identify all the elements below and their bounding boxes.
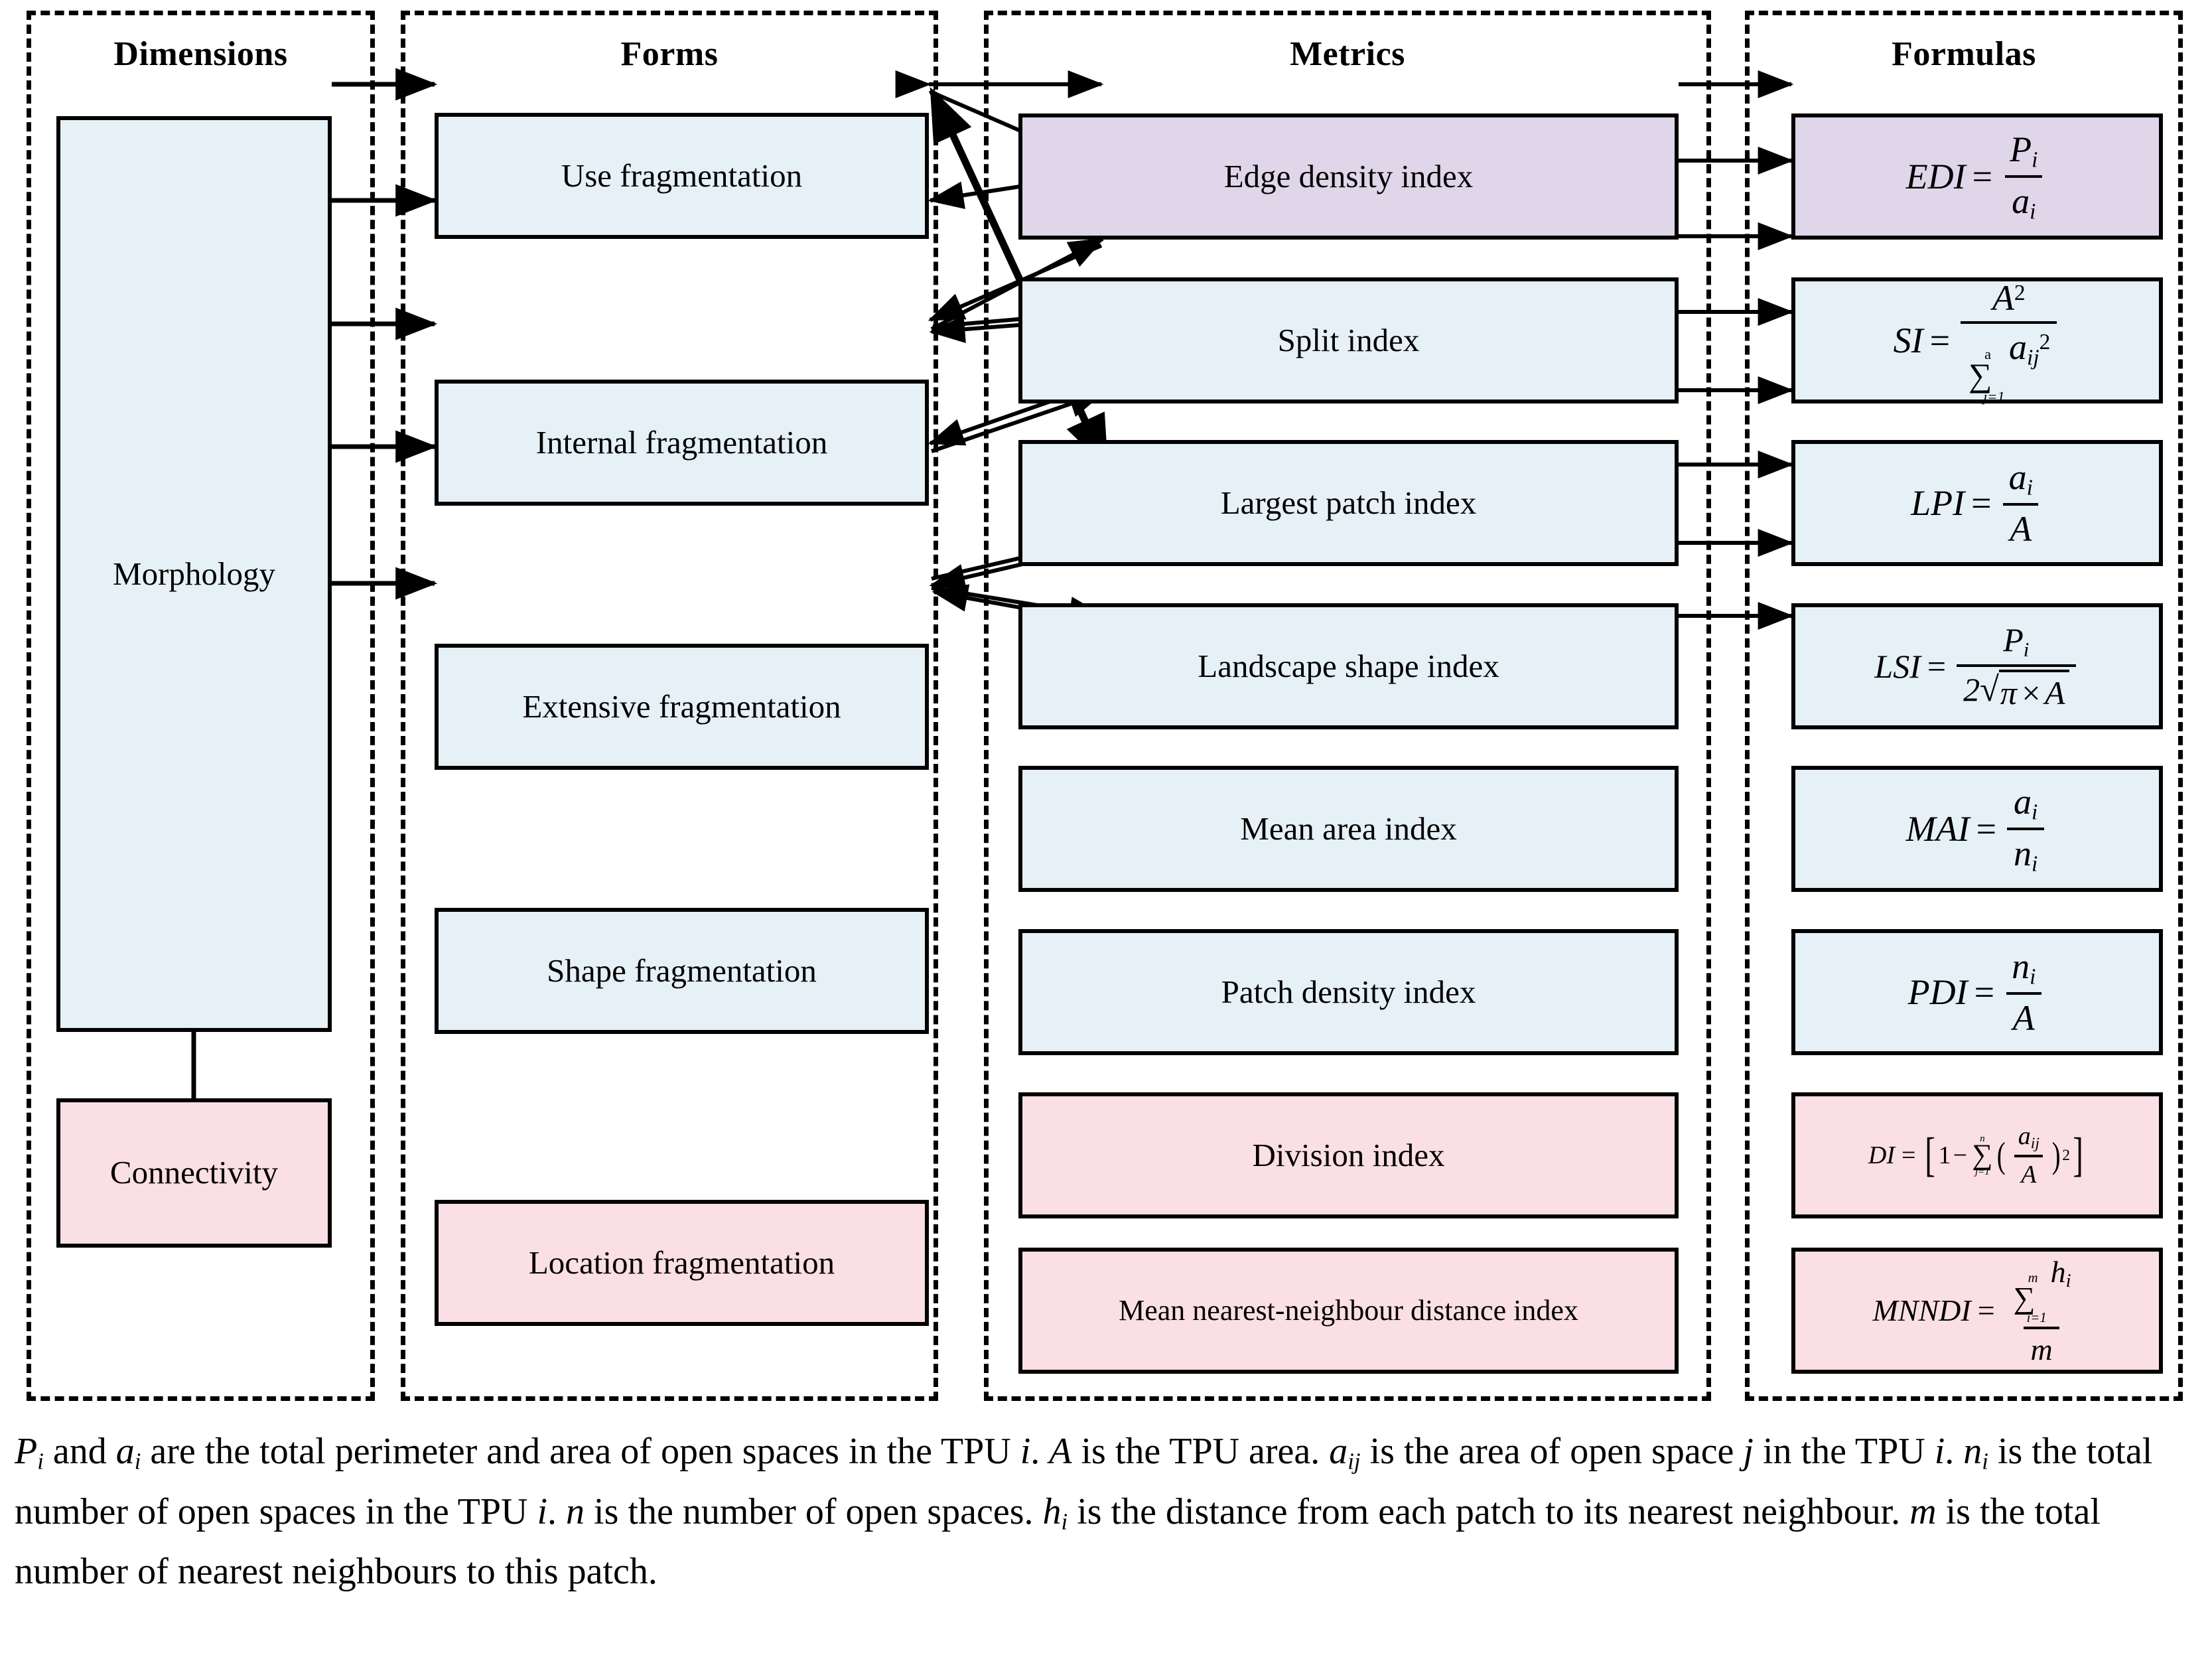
formula-si[interactable]: SI= A2 a∑j=1 aij2 <box>1791 277 2163 404</box>
formula-di-math: DI=[ 1 − n ∑ j=1 ( aij A )2 ] <box>1868 1122 2083 1189</box>
caption-text: Pi and ai are the total perimeter and ar… <box>15 1431 2153 1593</box>
panel-formulas <box>1745 11 2183 1401</box>
node-edge-density-index-label: Edge density index <box>1223 157 1474 194</box>
node-connectivity-label: Connectivity <box>109 1154 279 1191</box>
node-mean-nearest-neighbour-distance-index[interactable]: Mean nearest-neighbour distance index <box>1018 1248 1679 1374</box>
node-use-fragmentation[interactable]: Use fragmentation <box>435 113 929 239</box>
panel-forms <box>401 11 938 1401</box>
formula-di[interactable]: DI=[ 1 − n ∑ j=1 ( aij A )2 ] <box>1791 1092 2163 1218</box>
node-internal-fragmentation-label: Internal fragmentation <box>535 423 828 461</box>
node-mean-nearest-neighbour-distance-index-label: Mean nearest-neighbour distance index <box>1119 1293 1578 1327</box>
formula-edi-math: EDI= Pi ai <box>1906 129 2049 225</box>
formula-lsi-math: LSI= Pi 2√π × A <box>1874 620 2079 712</box>
formula-lpi-math: LPI= ai A <box>1911 457 2043 549</box>
node-internal-fragmentation[interactable]: Internal fragmentation <box>435 380 929 506</box>
column-title-forms: Forms <box>620 35 719 73</box>
formula-lsi[interactable]: LSI= Pi 2√π × A <box>1791 603 2163 729</box>
node-mean-area-index[interactable]: Mean area index <box>1018 766 1679 892</box>
node-largest-patch-index-label: Largest patch index <box>1220 484 1477 521</box>
node-use-fragmentation-label: Use fragmentation <box>561 157 803 194</box>
node-division-index-label: Division index <box>1252 1136 1445 1173</box>
formula-si-math: SI= A2 a∑j=1 aij2 <box>1894 277 2061 404</box>
node-largest-patch-index[interactable]: Largest patch index <box>1018 440 1679 566</box>
formula-pdi-math: PDI= ni A <box>1908 946 2047 1039</box>
formula-mnndi[interactable]: MNNDI= m∑i=1 hi m <box>1791 1248 2163 1374</box>
formula-mai[interactable]: MAI= ai ni <box>1791 766 2163 892</box>
formula-mai-math: MAI= ai ni <box>1906 781 2049 877</box>
panel-metrics <box>984 11 1711 1401</box>
node-division-index[interactable]: Division index <box>1018 1092 1679 1218</box>
column-title-formulas: Formulas <box>1892 35 2036 73</box>
node-location-fragmentation[interactable]: Location fragmentation <box>435 1200 929 1326</box>
panel-dimensions <box>27 11 375 1401</box>
column-title-metrics: Metrics <box>1290 35 1405 73</box>
node-shape-fragmentation-label: Shape fragmentation <box>547 952 817 989</box>
node-split-index-label: Split index <box>1277 321 1420 358</box>
node-split-index[interactable]: Split index <box>1018 277 1679 403</box>
node-shape-fragmentation[interactable]: Shape fragmentation <box>435 908 929 1034</box>
node-extensive-fragmentation-label: Extensive fragmentation <box>522 688 841 725</box>
node-landscape-shape-index[interactable]: Landscape shape index <box>1018 603 1679 729</box>
node-morphology-label: Morphology <box>113 555 275 592</box>
node-location-fragmentation-label: Location fragmentation <box>528 1244 835 1281</box>
formula-pdi[interactable]: PDI= ni A <box>1791 929 2163 1055</box>
node-landscape-shape-index-label: Landscape shape index <box>1198 647 1499 684</box>
node-connectivity[interactable]: Connectivity <box>56 1098 332 1248</box>
node-extensive-fragmentation[interactable]: Extensive fragmentation <box>435 644 929 770</box>
column-title-dimensions: Dimensions <box>113 35 288 73</box>
node-patch-density-index[interactable]: Patch density index <box>1018 929 1679 1055</box>
node-edge-density-index[interactable]: Edge density index <box>1018 113 1679 240</box>
node-morphology[interactable]: Morphology <box>56 116 332 1032</box>
node-mean-area-index-label: Mean area index <box>1240 810 1457 847</box>
formula-mnndi-math: MNNDI= m∑i=1 hi m <box>1872 1254 2071 1367</box>
node-patch-density-index-label: Patch density index <box>1221 973 1476 1010</box>
formula-edi[interactable]: EDI= Pi ai <box>1791 113 2163 240</box>
formula-lpi[interactable]: LPI= ai A <box>1791 440 2163 566</box>
